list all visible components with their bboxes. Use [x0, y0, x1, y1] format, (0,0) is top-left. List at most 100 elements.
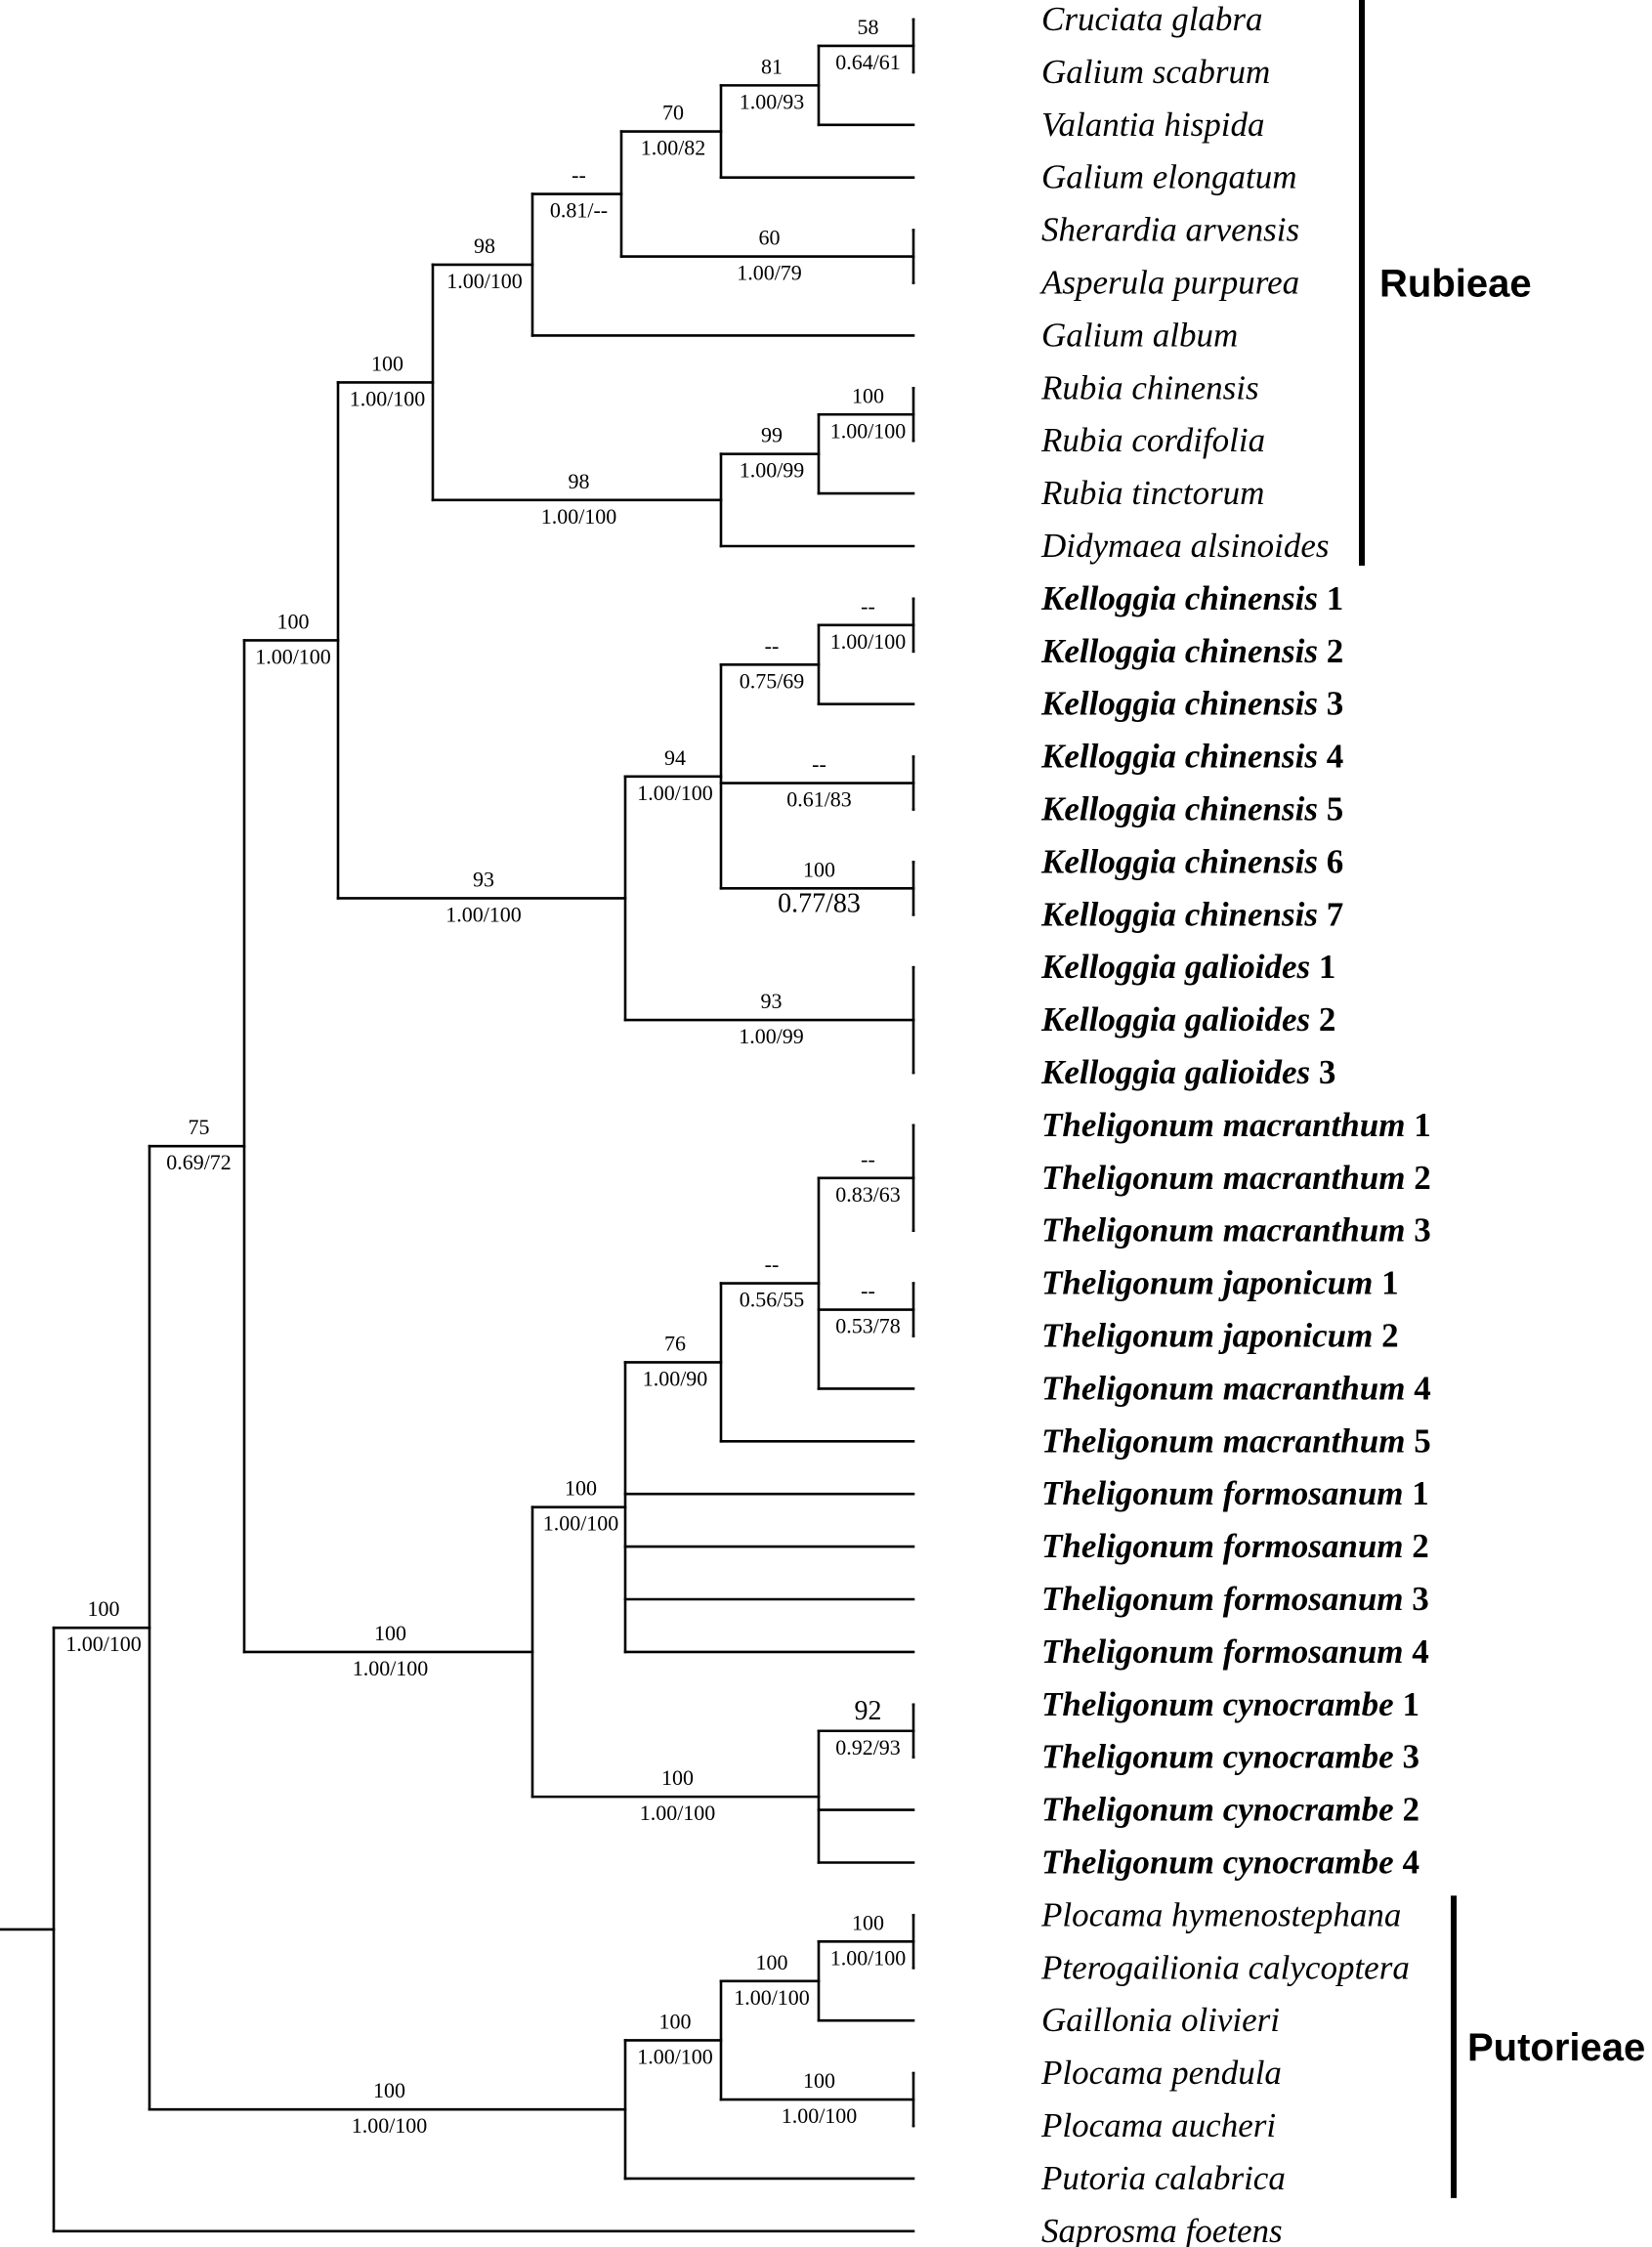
posterior-value: 0.61/83 [786, 787, 852, 812]
taxon-label: Theligonum macranthum 5 [1041, 1421, 1431, 1460]
support-values: 580.64/61811.00/93701.00/82601.00/79--0.… [65, 15, 906, 2138]
posterior-value: 1.00/100 [541, 504, 617, 529]
bootstrap-value: 94 [664, 745, 686, 770]
posterior-value: 1.00/100 [350, 386, 426, 410]
taxon-label: Kelloggia chinensis 1 [1040, 579, 1343, 617]
bootstrap-value: 93 [761, 989, 783, 1013]
tree-branches [0, 18, 915, 2233]
posterior-value: 1.00/100 [637, 2044, 713, 2068]
bootstrap-value: -- [861, 1279, 875, 1303]
taxon-label: Asperula purpurea [1039, 264, 1299, 302]
taxon-label: Kelloggia galioides 3 [1040, 1053, 1335, 1091]
posterior-value: 1.00/93 [740, 89, 805, 113]
bootstrap-value: 99 [761, 423, 783, 447]
taxon-label: Kelloggia galioides 2 [1040, 1000, 1335, 1039]
taxon-label: Theligonum formosanum 2 [1041, 1527, 1429, 1565]
posterior-value: 1.00/100 [352, 2113, 428, 2138]
taxon-label: Kelloggia chinensis 2 [1040, 632, 1343, 670]
taxon-label: Galium elongatum [1041, 158, 1297, 196]
taxon-label: Saprosma foetens [1041, 2212, 1283, 2247]
bootstrap-value: -- [572, 163, 586, 188]
taxon-label: Galium scabrum [1041, 53, 1270, 91]
taxon-label: Kelloggia chinensis 7 [1040, 895, 1343, 933]
taxon-label: Plocama pendula [1040, 2054, 1282, 2092]
taxon-label: Galium album [1041, 316, 1238, 354]
posterior-value: 1.00/100 [445, 902, 522, 926]
taxon-label: Theligonum cynocrambe 3 [1041, 1738, 1419, 1776]
taxon-label: Rubia cordifolia [1040, 421, 1265, 459]
posterior-value: 1.00/100 [734, 1985, 810, 2010]
taxon-label: Gaillonia olivieri [1041, 2001, 1280, 2039]
taxon-label: Plocama hymenostephana [1040, 1895, 1401, 1933]
bootstrap-value: 93 [473, 867, 494, 891]
posterior-value: 0.53/78 [835, 1314, 901, 1338]
bootstrap-value: 76 [664, 1331, 686, 1355]
posterior-value: 1.00/82 [641, 136, 706, 160]
taxon-label: Theligonum formosanum 3 [1041, 1580, 1429, 1618]
posterior-value: 1.00/99 [739, 1024, 804, 1048]
clade-label: Rubieae [1379, 263, 1532, 306]
posterior-value: 1.00/100 [637, 781, 713, 805]
posterior-value: 1.00/100 [830, 418, 907, 443]
posterior-value: 1.00/100 [830, 1945, 907, 1970]
taxon-label: Kelloggia chinensis 6 [1040, 842, 1343, 880]
posterior-value: 0.64/61 [835, 50, 901, 74]
posterior-value: 1.00/100 [255, 644, 331, 668]
taxon-label: Theligonum cynocrambe 4 [1041, 1844, 1419, 1882]
taxon-label: Theligonum cynocrambe 1 [1041, 1685, 1419, 1723]
posterior-value: 1.00/79 [737, 261, 802, 285]
bootstrap-value: -- [861, 594, 875, 618]
bootstrap-value: 100 [852, 1910, 884, 1934]
taxon-label: Sherardia arvensis [1041, 211, 1299, 249]
bootstrap-value: -- [765, 633, 780, 657]
bootstrap-value: 100 [374, 1621, 406, 1645]
posterior-value: 1.00/100 [543, 1511, 619, 1536]
taxon-label: Theligonum macranthum 2 [1041, 1159, 1431, 1197]
taxon-label: Kelloggia chinensis 5 [1040, 790, 1343, 828]
bootstrap-value: 60 [759, 226, 781, 250]
bootstrap-value: -- [812, 752, 826, 777]
taxon-label: Theligonum japonicum 1 [1041, 1264, 1399, 1302]
bootstrap-value: 100 [756, 1950, 788, 1974]
bootstrap-value: 100 [659, 2009, 692, 2033]
bootstrap-value: 100 [565, 1476, 597, 1501]
bootstrap-value: 100 [803, 857, 835, 881]
bootstrap-value: 98 [569, 469, 590, 493]
taxon-label: Kelloggia galioides 1 [1040, 948, 1335, 986]
posterior-value: 1.00/100 [65, 1632, 142, 1656]
taxon-label: Kelloggia chinensis 3 [1040, 685, 1343, 723]
taxon-label: Cruciata glabra [1041, 0, 1263, 38]
taxon-label: Theligonum formosanum 1 [1041, 1474, 1429, 1512]
bootstrap-value: 81 [761, 54, 783, 78]
bootstrap-value: 100 [803, 2068, 835, 2093]
bootstrap-value: 100 [88, 1596, 120, 1621]
taxon-label: Plocama aucheri [1040, 2106, 1276, 2144]
taxon-label: Theligonum macranthum 1 [1041, 1106, 1431, 1144]
taxon-label: Putoria calabrica [1040, 2159, 1286, 2197]
bootstrap-value: 100 [661, 1765, 694, 1790]
posterior-value: 1.00/100 [782, 2103, 858, 2128]
posterior-value: 0.77/83 [778, 888, 861, 918]
bootstrap-value: -- [861, 1147, 875, 1171]
taxon-label: Didymaea alsinoides [1040, 527, 1330, 565]
posterior-value: 1.00/90 [643, 1366, 708, 1390]
posterior-value: 1.00/100 [830, 629, 907, 654]
taxon-label: Theligonum formosanum 4 [1041, 1632, 1429, 1671]
taxon-label: Rubia tinctorum [1040, 474, 1264, 512]
posterior-value: 0.81/-- [550, 198, 608, 223]
bootstrap-value: 70 [662, 101, 684, 125]
posterior-value: 0.69/72 [166, 1150, 232, 1174]
taxon-label: Valantia hispida [1041, 106, 1265, 144]
taxon-label: Rubia chinensis [1040, 368, 1259, 406]
posterior-value: 0.75/69 [740, 668, 805, 693]
bootstrap-value: 100 [373, 2078, 405, 2102]
bootstrap-value: 100 [277, 609, 310, 633]
posterior-value: 1.00/100 [353, 1656, 429, 1680]
clade-label: Putorieae [1467, 2026, 1645, 2069]
taxon-label: Theligonum japonicum 2 [1041, 1317, 1399, 1355]
taxon-label: Theligonum macranthum 3 [1041, 1211, 1431, 1250]
taxon-label: Theligonum cynocrambe 2 [1041, 1791, 1419, 1829]
